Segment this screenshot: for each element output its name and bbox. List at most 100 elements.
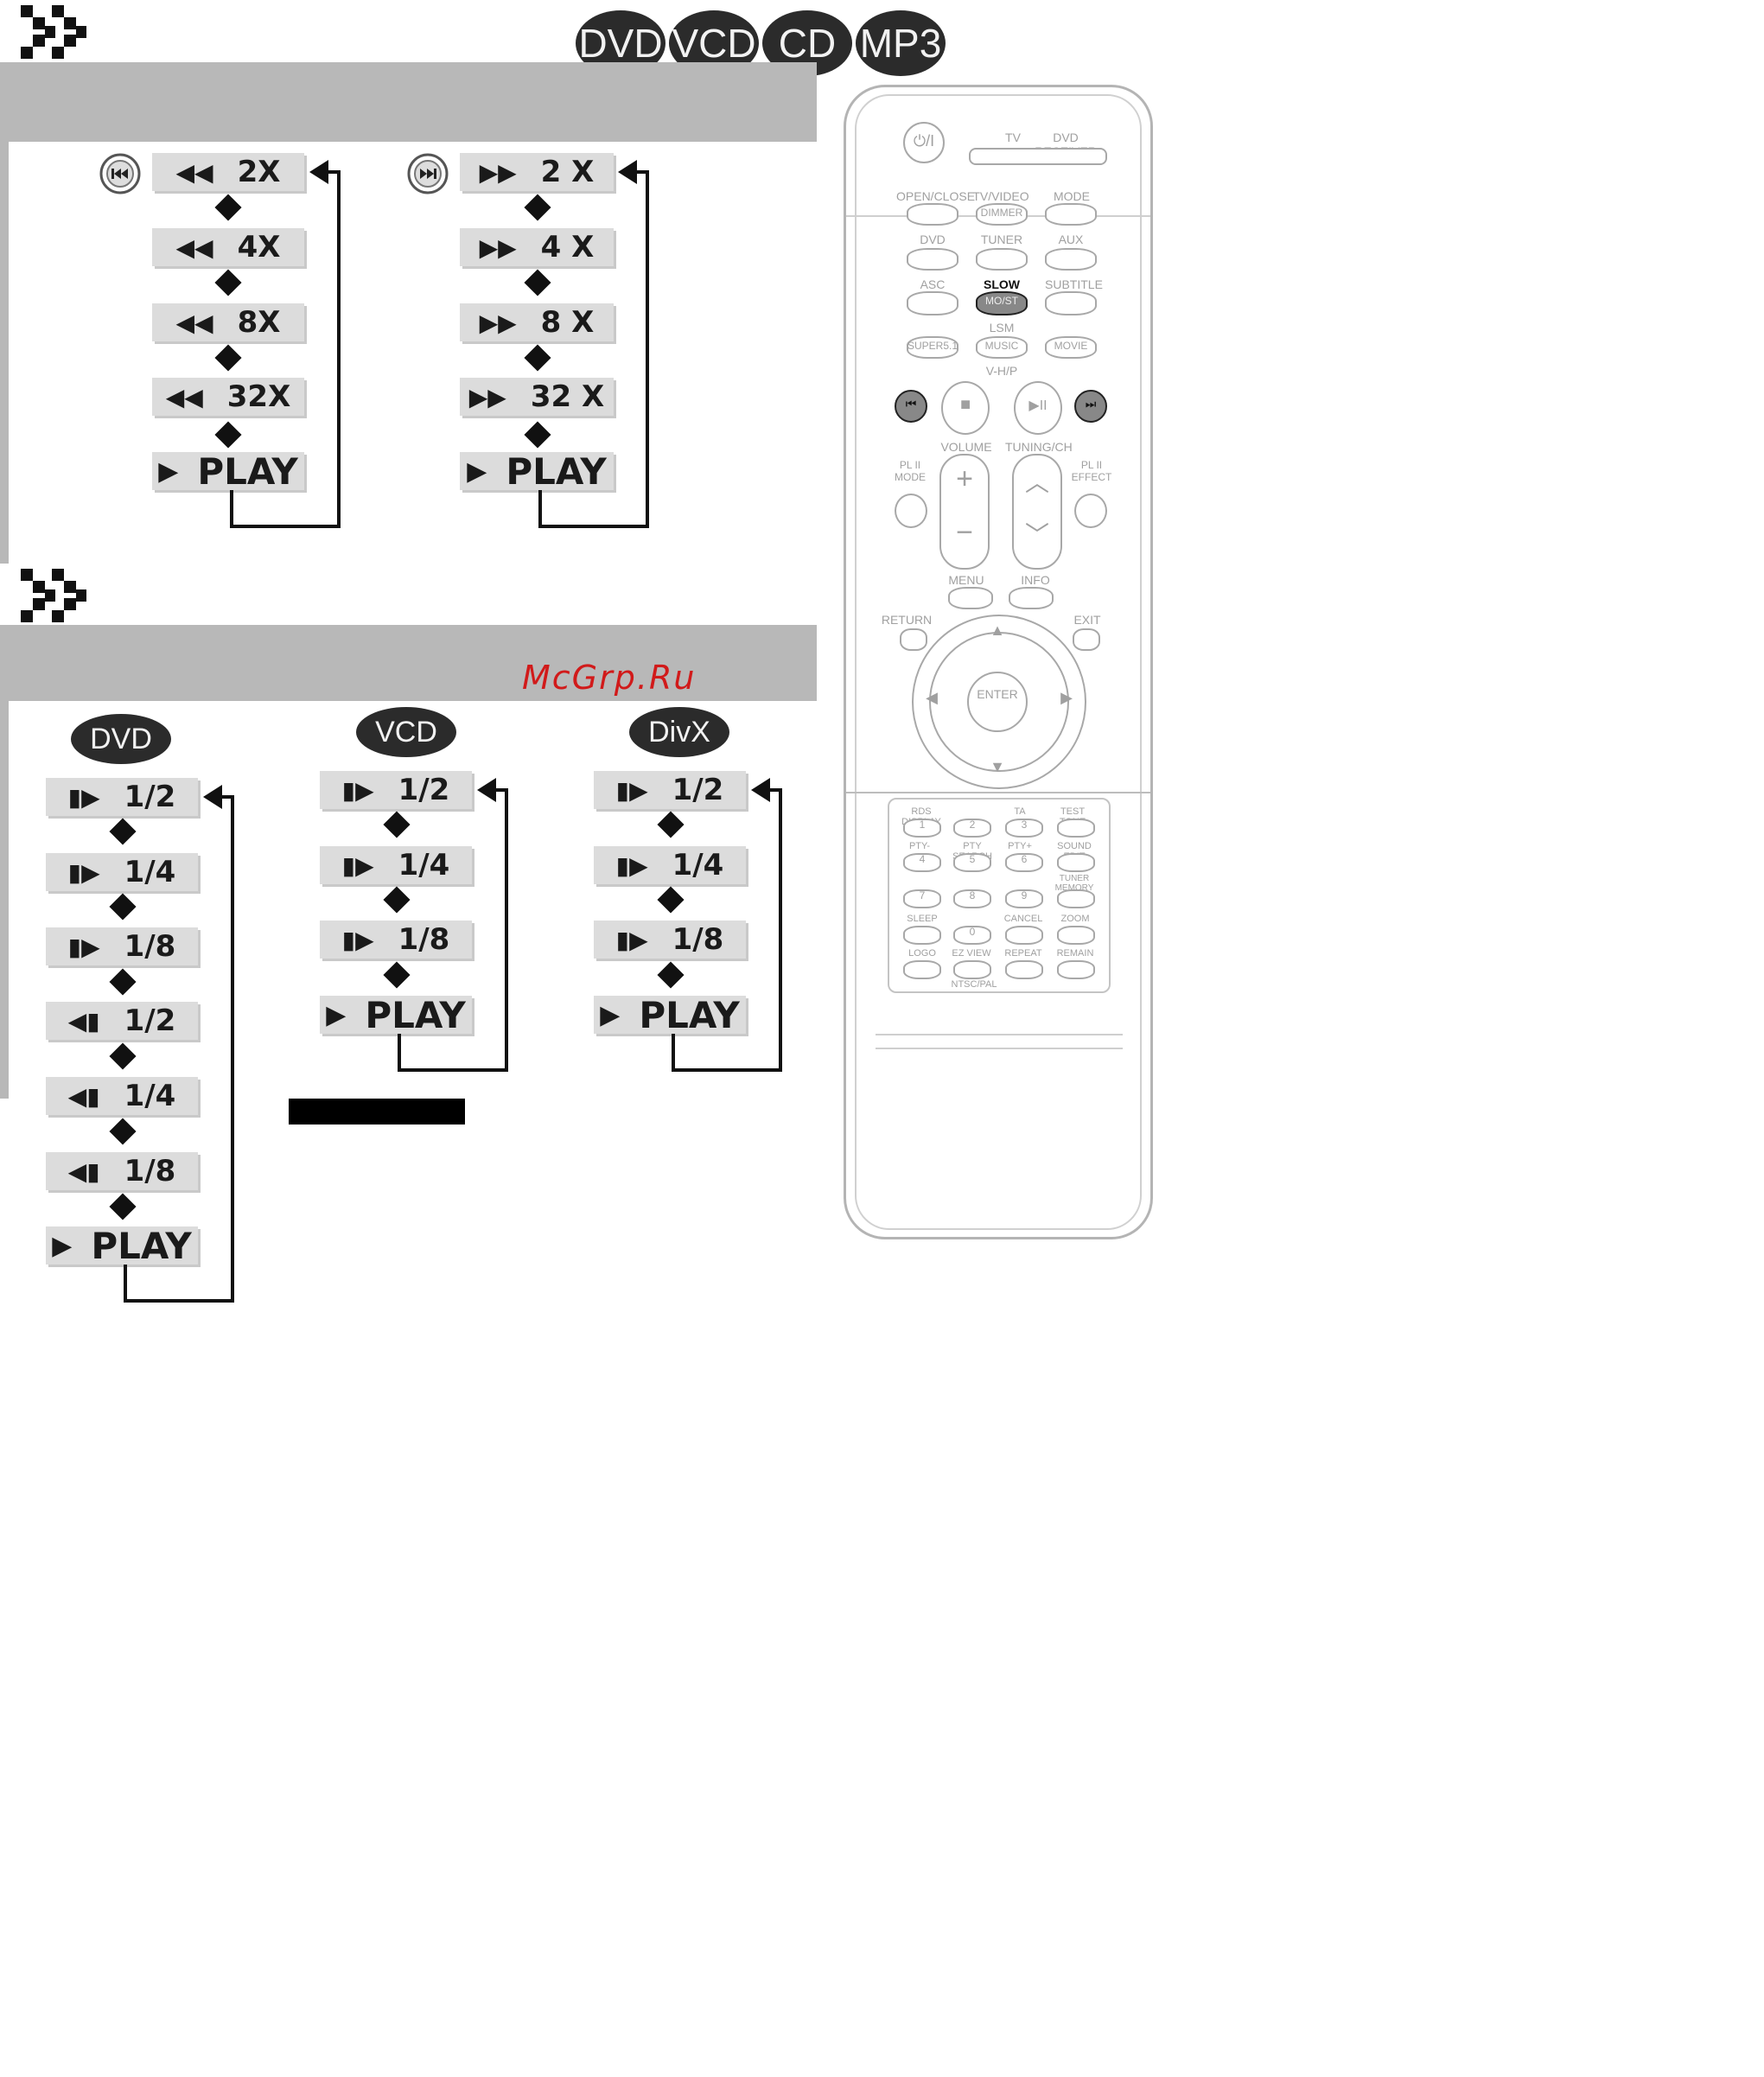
enter-label: ENTER [977, 687, 1018, 701]
loop-line [505, 788, 508, 1072]
step-label: 8X [237, 305, 281, 340]
digit-9-button[interactable] [1005, 889, 1043, 908]
digit-label: 5 [969, 853, 976, 865]
step-label: 1/4 [124, 1079, 176, 1113]
remain-button[interactable] [1057, 960, 1095, 979]
zoom-button[interactable] [1057, 926, 1095, 945]
play-icon: ▶ [158, 456, 179, 487]
loop-line [231, 795, 234, 1303]
arrow-left-button[interactable]: ◀ [926, 689, 938, 706]
slow-dvd-play: ▶PLAY [46, 1224, 198, 1267]
slow-forward-icon: ▮▶ [341, 925, 374, 954]
slow-divx-step: ▮▶1/8 [594, 921, 746, 959]
step-label: 1/4 [672, 848, 724, 882]
arrow-right-button[interactable]: ▶ [1060, 689, 1073, 706]
search-fwd-step: ▶▶4 X [460, 228, 614, 266]
ntsc-pal-label: NTSC/PAL [951, 979, 997, 990]
tuner-button[interactable] [976, 248, 1028, 271]
step-label: 2 X [540, 155, 595, 189]
tv-dvd-switch[interactable] [969, 148, 1107, 165]
slow-button[interactable] [976, 291, 1028, 315]
mode-button[interactable] [1045, 203, 1097, 226]
digit-4-button[interactable] [903, 853, 941, 872]
movie-button[interactable] [1045, 336, 1097, 359]
flow-arrow-icon [214, 269, 242, 296]
ez-view-label: EZ VIEW [952, 948, 991, 959]
digit-label: 2 [969, 819, 976, 831]
music-button[interactable] [976, 336, 1028, 359]
dimmer-button[interactable] [976, 203, 1028, 226]
digit-7-button[interactable] [903, 889, 941, 908]
slow-vcd-play: ▶PLAY [320, 994, 472, 1036]
asc-button[interactable] [907, 291, 958, 315]
digit-6-button[interactable] [1005, 853, 1043, 872]
super51-button[interactable] [907, 336, 958, 359]
digit-1-button[interactable] [903, 819, 941, 838]
digit-0-button[interactable] [953, 926, 991, 945]
flow-arrow-icon [214, 344, 242, 372]
pl2-effect-button[interactable] [1074, 494, 1107, 528]
slow-forward-icon: ▮▶ [615, 851, 648, 880]
flow-arrow-icon [109, 1193, 137, 1220]
menu-button[interactable] [948, 587, 993, 609]
digit-8-button[interactable] [953, 889, 991, 908]
flow-arrow-icon [109, 893, 137, 921]
flow-arrow-icon [109, 1042, 137, 1070]
digit-5-button[interactable] [953, 853, 991, 872]
chevron-icon [21, 569, 86, 622]
arrow-up-button[interactable]: ▲ [990, 621, 1005, 639]
fast-forward-icon: ▶▶ [468, 382, 506, 411]
step-label: 1/4 [398, 848, 450, 882]
loop-line [215, 795, 234, 799]
cancel-button[interactable] [1005, 926, 1043, 945]
exit-button[interactable] [1073, 628, 1100, 651]
step-label: PLAY [506, 449, 607, 493]
digit-3-button[interactable] [1005, 819, 1043, 838]
digit-2-button[interactable] [953, 819, 991, 838]
dvd-button[interactable] [907, 248, 958, 271]
subtitle-label: SUBTITLE [1045, 277, 1103, 291]
aux-button[interactable] [1045, 248, 1097, 271]
logo-button[interactable] [903, 960, 941, 979]
step-label: 32 X [530, 379, 605, 414]
test-tone-button[interactable] [1057, 819, 1095, 838]
step-label: 1/2 [672, 773, 724, 807]
enter-button[interactable] [967, 672, 1028, 732]
slow-vcd-step: ▮▶1/2 [320, 771, 472, 809]
loop-arrow-icon [618, 160, 637, 184]
tuner-memory-button[interactable] [1057, 889, 1095, 908]
step-label: PLAY [91, 1224, 192, 1267]
rewind-icon: ◀◀ [165, 382, 203, 411]
flow-arrow-icon [214, 194, 242, 221]
info-button[interactable] [1009, 587, 1054, 609]
return-label: RETURN [881, 613, 933, 627]
digit-label: 9 [1021, 889, 1028, 902]
tuning-rocker[interactable] [1012, 454, 1062, 570]
flow-arrow-icon [383, 811, 411, 838]
flow-arrow-icon [524, 269, 551, 296]
skip-forward-button[interactable] [1074, 390, 1107, 423]
digit-label: 6 [1021, 853, 1028, 865]
step-label: 1/8 [672, 922, 724, 957]
disc-badge-dvd: DVD [71, 714, 171, 764]
play-pause-button[interactable] [1014, 381, 1062, 435]
section1-header-bar [0, 62, 817, 142]
skip-back-button[interactable] [895, 390, 927, 423]
sound-edit-button[interactable] [1057, 853, 1095, 872]
volume-rocker[interactable] [939, 454, 990, 570]
flow-arrow-icon [383, 961, 411, 989]
slow-label: SLOW [984, 277, 1020, 291]
search-rev-step: ◀◀2X [152, 153, 304, 191]
open-close-button[interactable] [907, 203, 958, 226]
power-button[interactable] [903, 122, 945, 163]
arrow-down-button[interactable]: ▼ [990, 758, 1005, 775]
subtitle-button[interactable] [1045, 291, 1097, 315]
ez-view-button[interactable] [953, 960, 991, 979]
pl2-mode-button[interactable] [895, 494, 927, 528]
step-label: PLAY [639, 993, 740, 1036]
return-button[interactable] [900, 628, 927, 651]
stop-button[interactable] [941, 381, 990, 435]
repeat-button[interactable] [1005, 960, 1043, 979]
step-label: 32X [226, 379, 291, 414]
sleep-button[interactable] [903, 926, 941, 945]
